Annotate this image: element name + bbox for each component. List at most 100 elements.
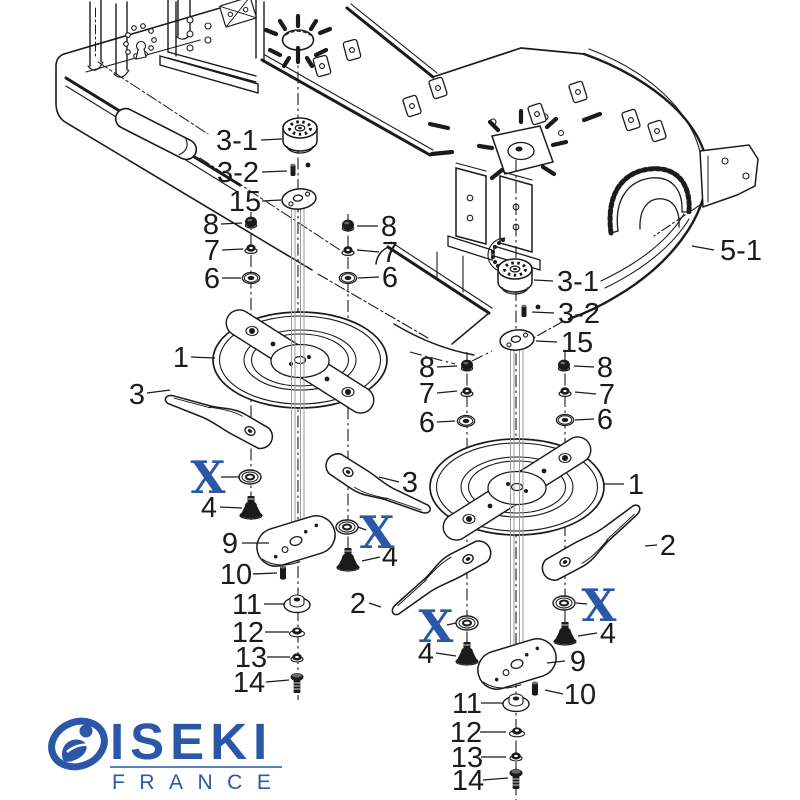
deck-center-tower (159, 0, 265, 94)
mower-deck-drawing (55, 0, 759, 356)
part-label-4: 4 (600, 618, 616, 650)
part-label-12: 12 (232, 617, 264, 649)
screw-4 (239, 495, 263, 520)
x-mark-leader-line (357, 526, 367, 531)
leader-line (436, 390, 458, 394)
serrated-guard (607, 166, 692, 236)
part-label-15: 15 (229, 186, 261, 218)
handle-slot (114, 107, 198, 161)
part-label-4: 4 (418, 638, 434, 670)
part-label-6: 6 (419, 407, 435, 439)
part-label-6: 6 (204, 263, 220, 295)
logo-country-text: FRANCE (112, 771, 285, 794)
nut-7 (460, 386, 474, 397)
logo-brand-text: ISEKI (110, 713, 273, 770)
part-label-8: 8 (203, 209, 219, 241)
leader-line (691, 245, 715, 251)
bolt-hole-ring (123, 23, 157, 60)
leader-line (436, 365, 458, 368)
leader-line (265, 679, 290, 683)
screw-4 (455, 641, 479, 666)
pin-10 (531, 681, 539, 696)
part-label-1: 1 (628, 469, 644, 501)
part-label-11: 11 (232, 589, 262, 621)
deck-right-shell (401, 48, 759, 342)
leader-line (573, 365, 595, 368)
left-assembly (163, 116, 433, 694)
washer-6 (338, 271, 358, 285)
emblem-swoosh (62, 739, 87, 762)
iseki-france-logo: ISEKI FRANCE (48, 713, 285, 794)
leader-line (357, 276, 380, 279)
leader-line (252, 572, 278, 575)
part-label-7: 7 (419, 378, 435, 410)
deck-edges (260, 3, 585, 356)
washer-plate-15-right (498, 327, 536, 353)
leader-line (368, 602, 382, 608)
leader-line (574, 391, 597, 395)
part-label-13: 13 (235, 642, 267, 674)
bushing-11 (283, 594, 311, 614)
part-label-12: 12 (450, 717, 482, 749)
part-label-4: 4 (201, 492, 217, 524)
leader-line (261, 199, 282, 202)
part-label-8: 8 (381, 211, 397, 243)
x-washer (455, 615, 479, 631)
leader-line (220, 222, 243, 225)
part-label-3: 3 (402, 467, 418, 499)
rotary-disc-1-right (429, 436, 605, 541)
part-label-8: 8 (419, 352, 435, 384)
x-mark-leader-line (575, 602, 588, 605)
leader-line (544, 689, 564, 695)
part-label-9: 9 (222, 528, 238, 560)
nut-7 (341, 245, 355, 256)
leader-line (146, 389, 171, 394)
cover-plate-9-right (472, 633, 563, 697)
cover-plate-9-left (251, 510, 342, 574)
part-label-3-1: 3-1 (216, 125, 258, 157)
part-label-8: 8 (597, 352, 613, 384)
leader-line (221, 248, 244, 251)
leader-line (535, 340, 558, 343)
pin-10 (279, 565, 287, 580)
washer-6 (241, 271, 261, 285)
spindle-top-left (263, 13, 362, 78)
leader-line (261, 170, 288, 173)
pulley-3-1-right (496, 257, 534, 296)
part-label-3-2: 3-2 (558, 298, 600, 330)
part-label-2: 2 (660, 530, 676, 562)
nut-8 (244, 216, 258, 229)
spindle-bolts-right (510, 350, 524, 662)
screw-4 (336, 547, 360, 572)
x-mark-leader-line (446, 622, 457, 626)
emblem-head-dot (79, 724, 93, 738)
part-label-3-1: 3-1 (557, 266, 599, 298)
part-label-4: 4 (382, 541, 398, 573)
nut-8 (557, 359, 571, 372)
part-label-7: 7 (204, 235, 220, 267)
leader-line (533, 279, 554, 282)
leader-line (356, 249, 380, 253)
part-label-14: 14 (233, 667, 265, 699)
leader-line (574, 418, 595, 421)
part-label-9: 9 (570, 646, 586, 678)
screw-14 (290, 672, 304, 694)
spindle-mount-right (427, 108, 603, 181)
deck-left-posts (85, 0, 201, 78)
deleted-part-x-mark: X (191, 451, 226, 504)
screw-4 (553, 621, 577, 646)
nut-12 (288, 626, 306, 638)
nut-13 (509, 751, 523, 762)
part-label-2: 2 (350, 588, 366, 620)
leader-line (644, 544, 658, 547)
part-label-3: 3 (129, 379, 145, 411)
nut-8 (341, 219, 355, 232)
leader-line (361, 556, 381, 562)
x-washer (335, 519, 359, 535)
callout-labels: 3-13-21587687613434910111213143-13-21587… (129, 125, 762, 797)
leader-line (546, 660, 566, 664)
leader-line (436, 420, 456, 423)
leader-line (482, 777, 509, 781)
